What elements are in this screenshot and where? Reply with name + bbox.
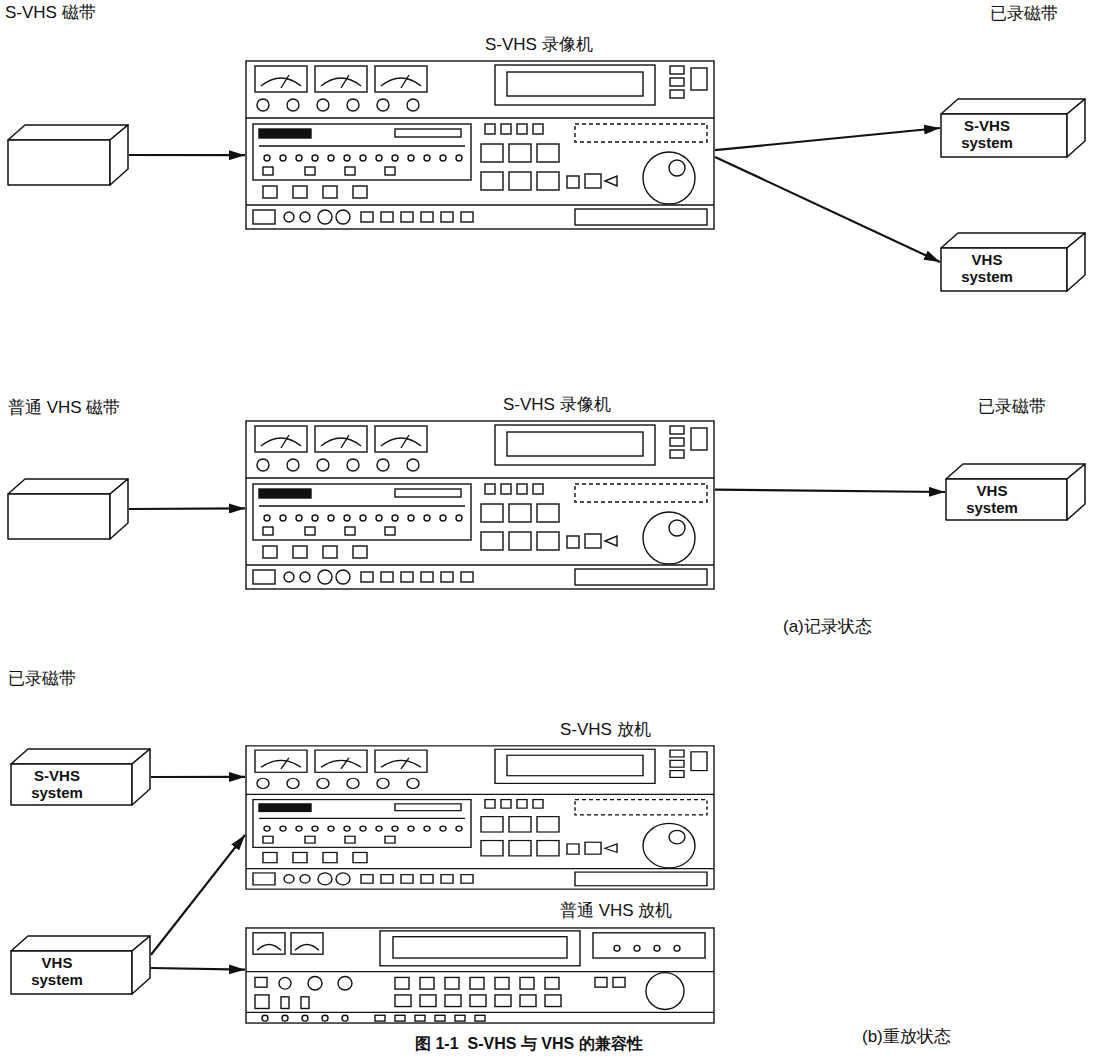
vcr-machine: S-VHS 录像机	[245, 420, 715, 590]
tape-face	[110, 479, 128, 539]
flow-arrow	[715, 157, 940, 262]
flow-arrow	[151, 776, 245, 778]
heading-label: S-VHS 录像机	[485, 35, 593, 55]
tape-face	[132, 936, 150, 994]
vcr-machine: 普通 VHS 放机	[245, 927, 715, 1024]
flow-arrow	[151, 835, 245, 955]
tape-box: VHS system	[940, 232, 1086, 292]
tape-face	[941, 99, 1085, 114]
tape-face	[941, 114, 1067, 157]
tape-box: 普通 VHS 磁带	[7, 478, 129, 540]
heading-label: S-VHS 磁带	[5, 3, 96, 23]
tape-face	[8, 125, 128, 140]
section-label: 已录磁带	[8, 669, 76, 689]
heading-label: S-VHS 录像机	[503, 395, 611, 415]
tape-face	[946, 479, 1067, 520]
tape-face	[8, 140, 110, 185]
vcr-machine: S-VHS 放机	[245, 745, 715, 890]
tape-face	[132, 749, 150, 805]
tape-box: S-VHS 磁带	[7, 124, 129, 186]
figure-caption: 图 1-1 S-VHS 与 VHS 的兼容性	[415, 1034, 643, 1054]
tape-box: S-VHS system	[940, 98, 1086, 158]
section-label: (b)重放状态	[862, 1027, 951, 1047]
tape-face	[11, 764, 132, 805]
tape-face	[941, 233, 1085, 248]
svhs-recorder-drawing	[246, 421, 714, 589]
heading-label: 普通 VHS 磁带	[8, 398, 120, 418]
tape-face	[110, 125, 128, 185]
vhs-player-drawing	[246, 928, 714, 1023]
flow-arrow	[129, 154, 245, 156]
tape-label: VHS system	[954, 252, 1020, 285]
tape-face	[1067, 233, 1085, 291]
tape-outline	[7, 124, 129, 186]
svhs-recorder-drawing	[246, 61, 714, 229]
tape-label: S-VHS system	[24, 768, 90, 801]
tape-outline	[7, 478, 129, 540]
tape-face	[1067, 99, 1085, 157]
tape-box: S-VHS system	[10, 748, 151, 806]
tape-face	[8, 494, 110, 539]
tape-box: VHS system	[10, 935, 151, 995]
tape-label: VHS system	[959, 483, 1025, 516]
section-label: (a)记录状态	[783, 617, 872, 637]
flow-arrow	[715, 490, 945, 492]
tape-face	[946, 464, 1085, 479]
flow-arrow	[715, 128, 940, 150]
tape-face	[8, 479, 128, 494]
section-label: 已录磁带	[990, 4, 1058, 24]
section-label: 已录磁带	[978, 397, 1046, 417]
tape-face	[11, 951, 132, 994]
tape-face	[1067, 464, 1085, 520]
vcr-machine: S-VHS 录像机	[245, 60, 715, 230]
flow-arrow	[129, 507, 245, 510]
tape-face	[11, 749, 150, 764]
tape-face	[11, 936, 150, 951]
tape-label: VHS system	[24, 955, 90, 988]
flow-arrow	[151, 968, 245, 970]
tape-face	[941, 248, 1067, 291]
heading-label: 普通 VHS 放机	[560, 901, 672, 921]
heading-label: S-VHS 放机	[560, 720, 651, 740]
svhs-player-drawing	[246, 746, 714, 889]
tape-box: VHS system	[945, 463, 1086, 521]
tape-label: S-VHS system	[954, 118, 1020, 151]
